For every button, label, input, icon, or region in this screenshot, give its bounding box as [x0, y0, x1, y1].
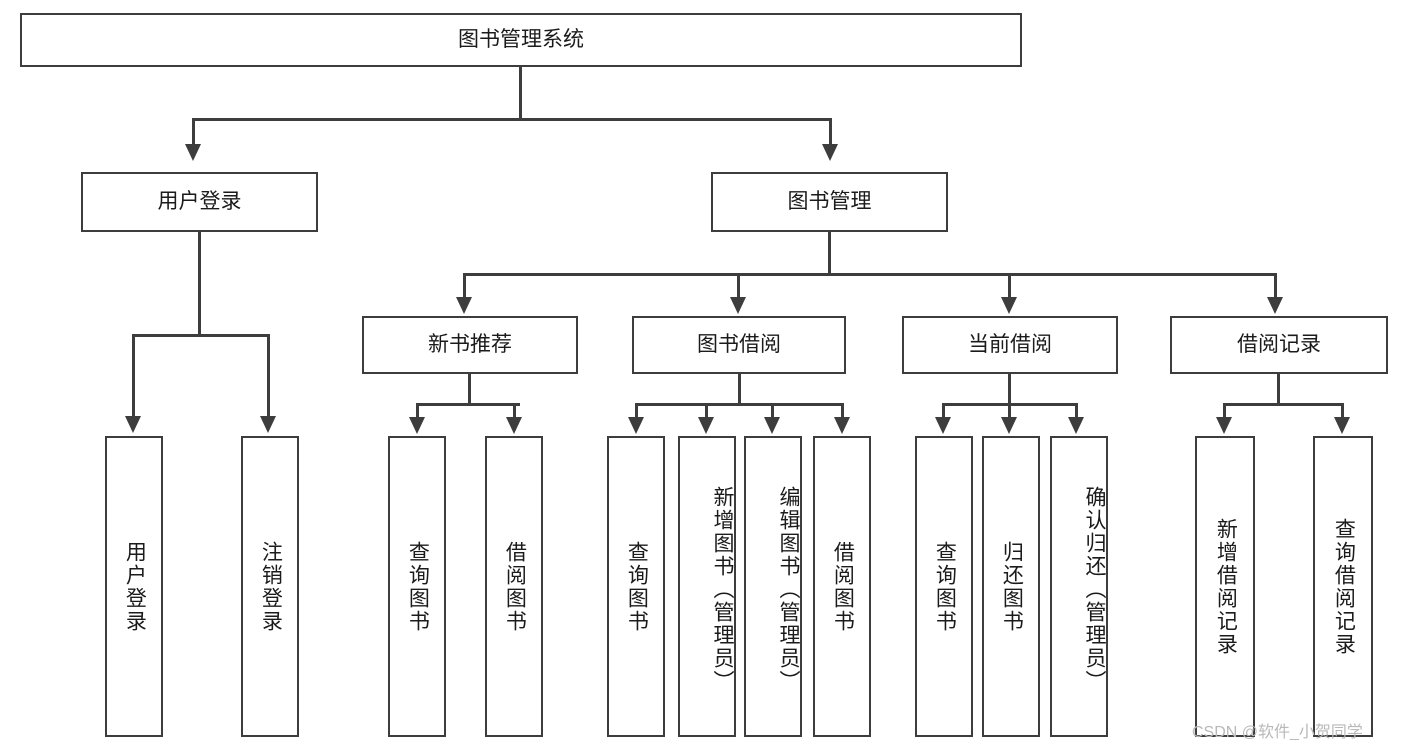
connector-root-stem	[519, 67, 522, 119]
connector-borrow-drop-2	[705, 403, 708, 419]
leaf-edit-book-admin[interactable]: 编辑图书（管理员）	[744, 436, 802, 737]
arrowhead-bookmgmt-4	[1267, 297, 1283, 314]
arrowhead-root-left	[185, 144, 201, 161]
connector-bookmgmt-stem	[828, 232, 831, 275]
node-label: 图书管理系统	[458, 27, 584, 51]
arrowhead-borrow-4	[834, 417, 850, 434]
arrowhead-bookmgmt-3	[1001, 297, 1017, 314]
arrowhead-borrow-3	[764, 417, 780, 434]
connector-bookmgmt-drop-4	[1274, 273, 1277, 299]
node-current-borrow[interactable]: 当前借阅	[902, 316, 1118, 374]
node-label: 借阅图书	[831, 540, 855, 633]
leaf-borrow-book[interactable]: 借阅图书	[813, 436, 871, 737]
connector-borrow-bus	[635, 403, 841, 406]
connector-root-drop-right	[829, 118, 832, 146]
node-label: 当前借阅	[968, 332, 1052, 356]
arrowhead-record-2	[1334, 417, 1350, 434]
connector-login-bus	[132, 334, 270, 337]
arrowhead-borrow-1	[628, 417, 644, 434]
leaf-add-book-admin[interactable]: 新增图书（管理员）	[678, 436, 736, 737]
node-label: 新增图书（管理员）	[711, 486, 734, 693]
connector-newbook-drop-1	[416, 403, 419, 419]
connector-bookmgmt-bus	[463, 273, 1277, 276]
connector-borrow-stem	[738, 374, 741, 405]
leaf-confirm-return-admin[interactable]: 确认归还（管理员）	[1050, 436, 1108, 737]
node-label: 图书管理	[787, 189, 872, 213]
connector-login-drop-2	[267, 334, 270, 418]
node-label: 查询图书	[406, 540, 430, 633]
connector-current-drop-3	[1075, 403, 1078, 419]
arrowhead-bookmgmt-2	[730, 297, 746, 314]
arrowhead-login-2	[260, 416, 276, 433]
node-label: 查询图书	[625, 540, 649, 633]
connector-current-drop-1	[942, 403, 945, 419]
node-label: 新增借阅记录	[1214, 517, 1238, 656]
node-new-book-recommend[interactable]: 新书推荐	[362, 316, 578, 374]
leaf-return-book[interactable]: 归还图书	[982, 436, 1040, 737]
connector-newbook-drop-2	[513, 403, 516, 419]
node-label: 借阅记录	[1237, 332, 1321, 356]
leaf-add-borrow-record[interactable]: 新增借阅记录	[1195, 436, 1255, 737]
leaf-user-login[interactable]: 用户登录	[105, 436, 163, 737]
connector-login-drop-1	[132, 334, 135, 418]
node-borrow-record[interactable]: 借阅记录	[1170, 316, 1388, 374]
leaf-logout[interactable]: 注销登录	[241, 436, 299, 737]
connector-bookmgmt-drop-1	[463, 273, 466, 299]
leaf-query-book-current[interactable]: 查询图书	[915, 436, 973, 737]
node-label: 新书推荐	[428, 332, 512, 356]
connector-borrow-drop-3	[771, 403, 774, 419]
connector-record-stem	[1277, 374, 1280, 405]
connector-record-drop-1	[1223, 403, 1226, 419]
node-root-system[interactable]: 图书管理系统	[20, 13, 1022, 67]
leaf-query-book-borrow[interactable]: 查询图书	[607, 436, 665, 737]
node-label: 用户登录	[157, 189, 242, 213]
connector-record-drop-2	[1341, 403, 1344, 419]
arrowhead-root-right	[822, 144, 838, 161]
connector-borrow-drop-4	[841, 403, 844, 419]
arrowhead-borrow-2	[698, 417, 714, 434]
connector-newbook-bus	[416, 403, 520, 406]
node-label: 用户登录	[123, 540, 147, 633]
node-label: 编辑图书（管理员）	[777, 486, 800, 693]
node-label: 确认归还（管理员）	[1083, 486, 1106, 693]
leaf-query-borrow-record[interactable]: 查询借阅记录	[1313, 436, 1373, 737]
connector-newbook-stem	[468, 374, 471, 405]
arrowhead-record-1	[1216, 417, 1232, 434]
node-label: 图书借阅	[697, 332, 781, 356]
node-label: 借阅图书	[503, 540, 527, 633]
arrowhead-login-1	[125, 416, 141, 433]
leaf-borrow-book-newbook[interactable]: 借阅图书	[485, 436, 543, 737]
arrowhead-bookmgmt-1	[456, 297, 472, 314]
node-user-login[interactable]: 用户登录	[81, 172, 318, 232]
connector-login-stem	[198, 232, 201, 335]
connector-borrow-drop-1	[635, 403, 638, 419]
node-label: 查询借阅记录	[1332, 517, 1356, 656]
arrowhead-current-1	[935, 417, 951, 434]
node-label: 注销登录	[259, 540, 283, 633]
watermark-text: CSDN @软件_小贺同学	[1192, 724, 1363, 741]
arrowhead-newbook-1	[409, 417, 425, 434]
arrowhead-newbook-2	[506, 417, 522, 434]
node-book-management[interactable]: 图书管理	[711, 172, 948, 232]
connector-bookmgmt-drop-3	[1008, 273, 1011, 299]
connector-bookmgmt-drop-2	[737, 273, 740, 299]
arrowhead-current-3	[1068, 417, 1084, 434]
connector-root-bus	[192, 118, 832, 121]
node-label: 查询图书	[933, 540, 957, 633]
leaf-query-book-newbook[interactable]: 查询图书	[388, 436, 446, 737]
arrowhead-current-2	[1001, 417, 1017, 434]
node-book-borrow[interactable]: 图书借阅	[632, 316, 846, 374]
connector-current-drop-2	[1008, 403, 1011, 419]
connector-root-drop-left	[192, 118, 195, 146]
connector-current-stem	[1008, 374, 1011, 405]
node-label: 归还图书	[1000, 540, 1024, 633]
connector-record-bus	[1223, 403, 1343, 406]
